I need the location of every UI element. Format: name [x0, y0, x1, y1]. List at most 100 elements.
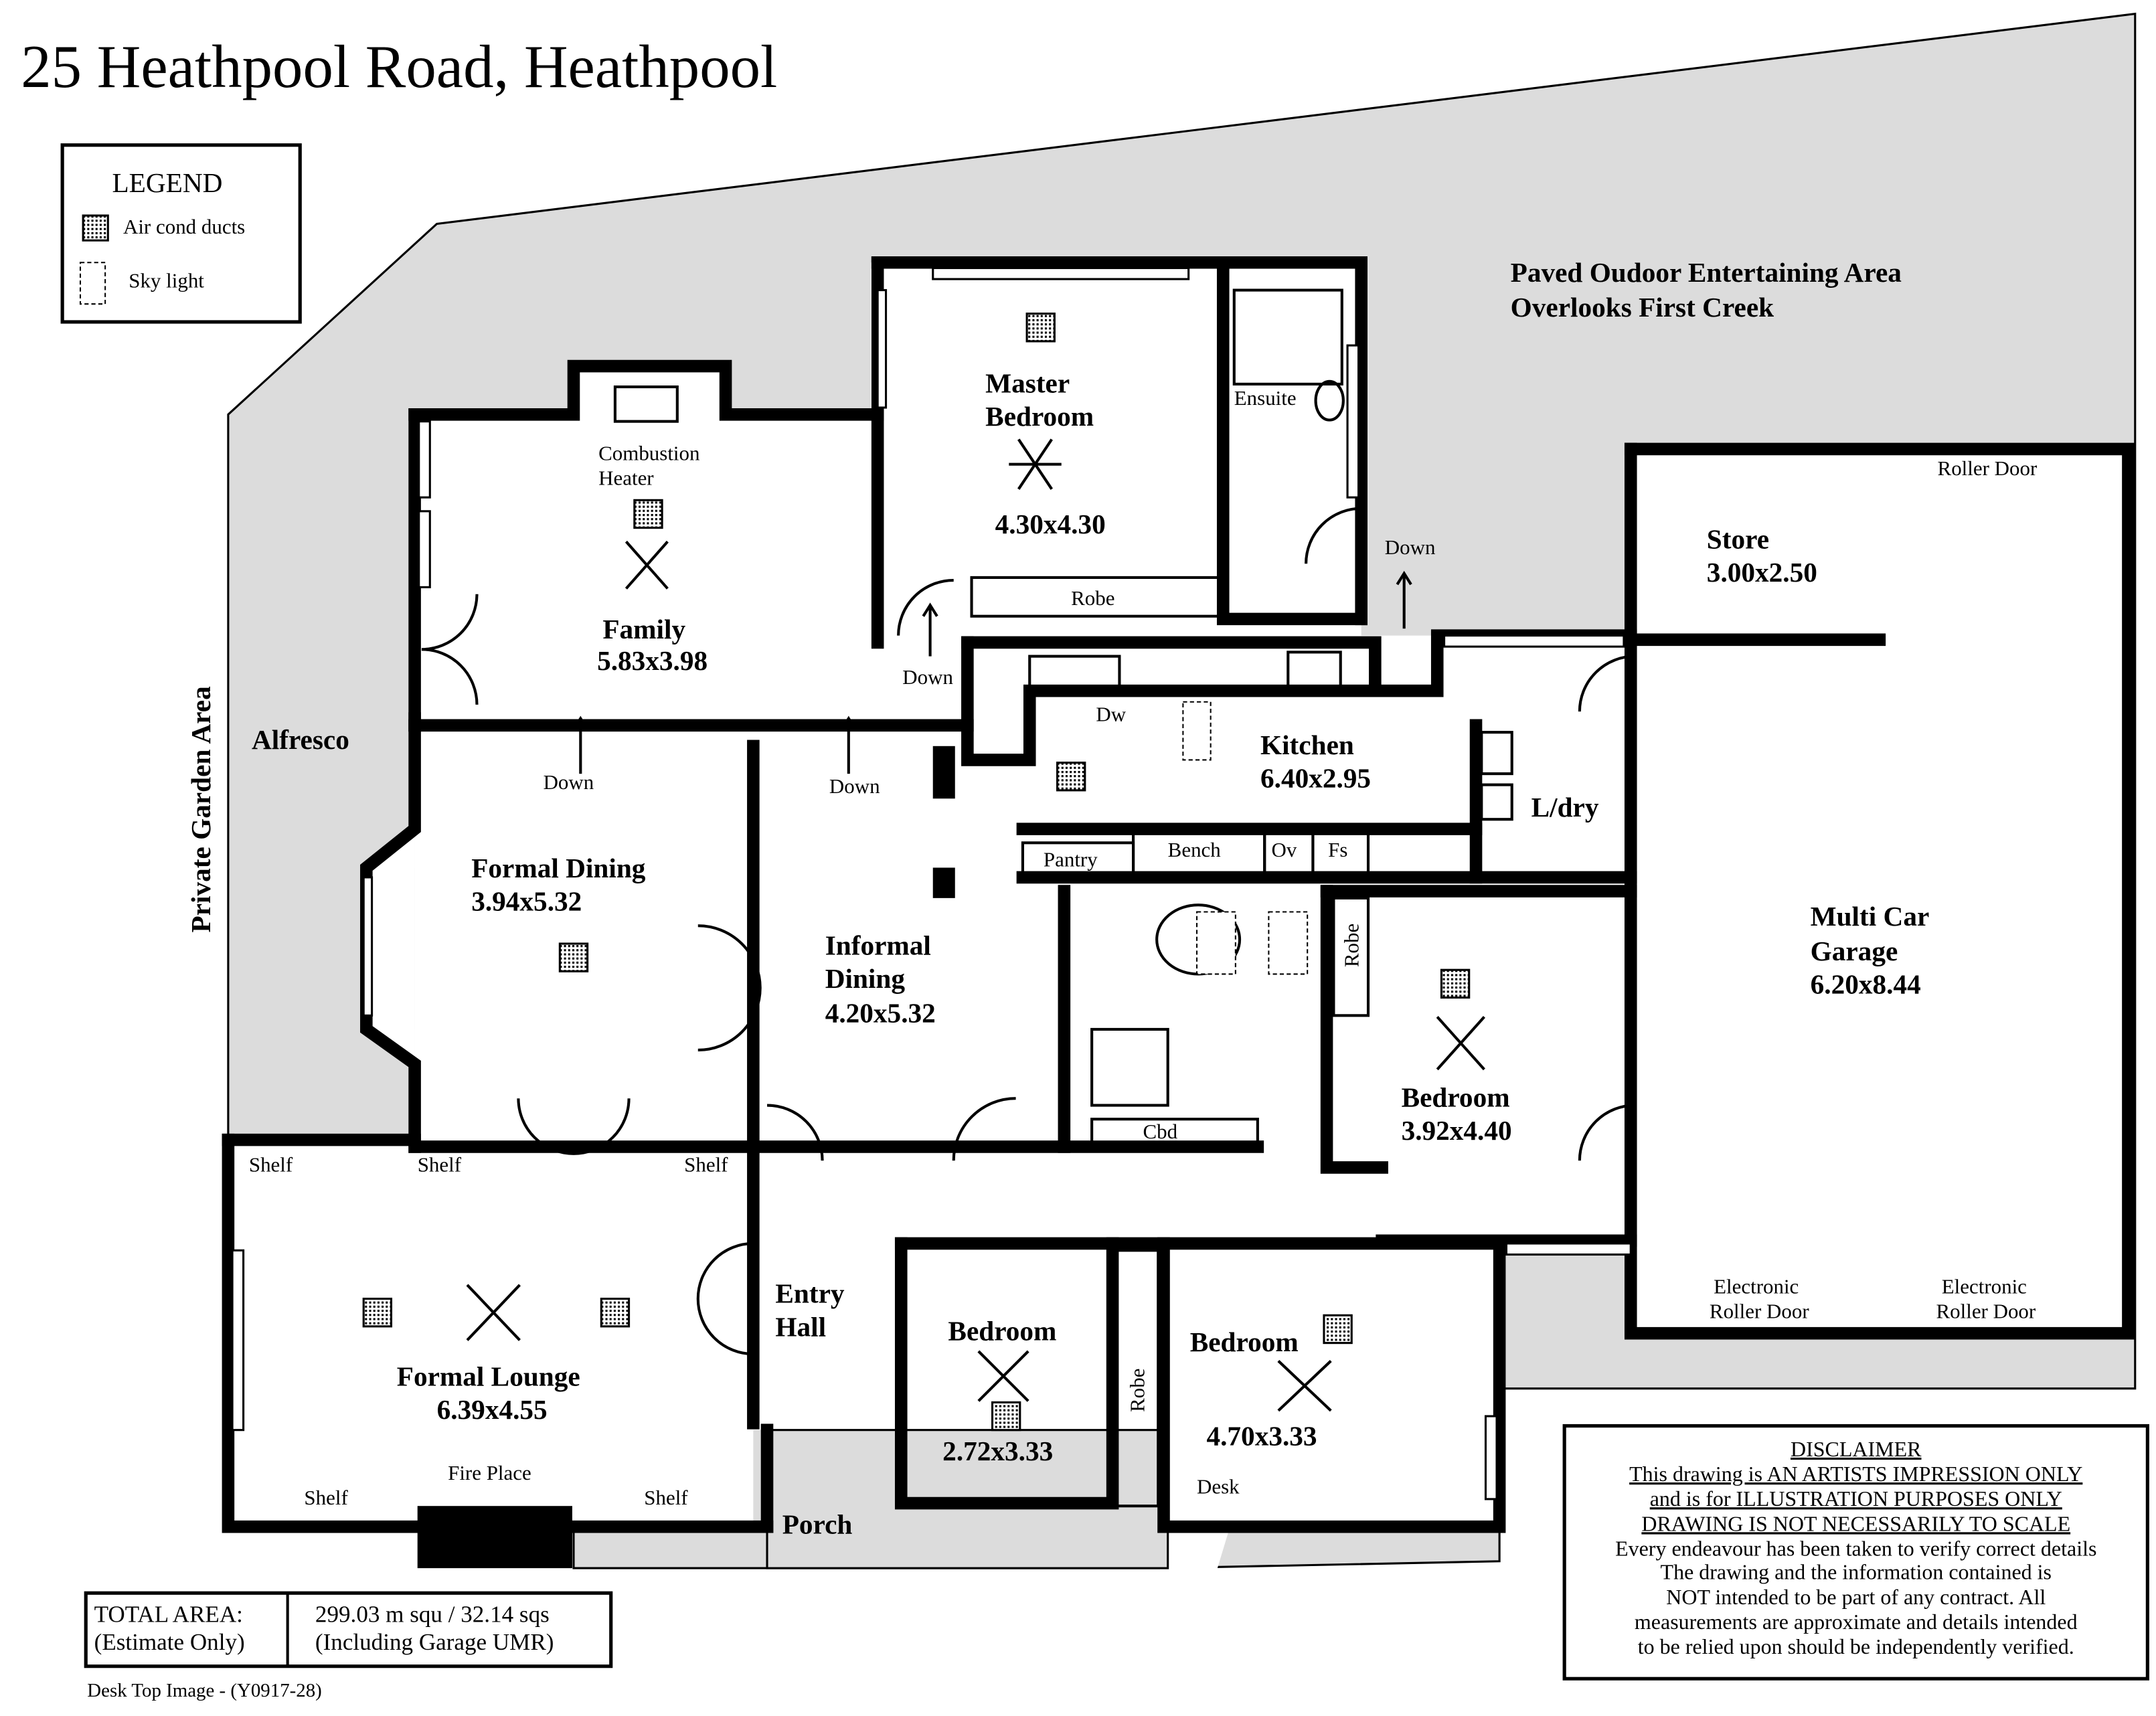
total-area-label: TOTAL AREA:: [94, 1602, 243, 1628]
sky-light-icon: [79, 262, 106, 305]
step-label: Down: [902, 665, 953, 689]
room-size: 6.39x4.55: [437, 1394, 548, 1425]
air-cond-ducts: [362, 313, 1471, 1432]
disclaimer-box: DISCLAIMER This drawing is AN ARTISTS IM…: [1562, 1424, 2149, 1681]
legend-label: Sky light: [129, 268, 204, 292]
fixture-label: Heater: [598, 466, 654, 490]
room-labels: Paved Oudoor Entertaining Area Overlooks…: [185, 257, 2038, 1539]
windows: [231, 266, 1632, 1500]
robe-label: Robe: [1340, 924, 1363, 967]
door-label: Electronic: [1714, 1274, 1799, 1298]
total-area-box: TOTAL AREA: (Estimate Only) 299.03 m squ…: [84, 1591, 613, 1668]
room-name: Store: [1707, 524, 1769, 555]
legend-heading: LEGEND: [112, 167, 222, 198]
shelf-label: Shelf: [684, 1153, 728, 1177]
total-area-label: (Estimate Only): [94, 1629, 245, 1655]
disclaimer-line: and is for ILLUSTRATION PURPOSES ONLY: [1650, 1486, 2062, 1511]
arrow-up-icon: [1396, 570, 1412, 629]
step-arrows: [572, 570, 1412, 774]
room-name: Hall: [775, 1311, 826, 1342]
ceiling-fan-icon: [466, 1284, 521, 1341]
room-name: Multi Car: [1811, 901, 1930, 932]
air-cond-duct-icon: [1440, 968, 1471, 999]
air-cond-duct-icon: [633, 499, 663, 529]
room-name: Dining: [825, 963, 906, 994]
air-cond-duct-icon: [362, 1297, 393, 1328]
step-label: Down: [1385, 535, 1436, 559]
fixture-label: Cbd: [1143, 1120, 1178, 1143]
shelf-label: Shelf: [304, 1486, 348, 1509]
air-cond-duct-icon: [600, 1297, 631, 1328]
room-name: Formal Dining: [471, 853, 646, 883]
room-name: Robe: [1071, 586, 1114, 610]
shelf-label: Shelf: [418, 1153, 462, 1177]
room-size: 4.20x5.32: [825, 998, 936, 1029]
disclaimer-heading: DISCLAIMER: [1791, 1437, 1922, 1461]
sky-light: [1182, 701, 1212, 761]
air-cond-duct-icon: [558, 942, 589, 972]
arrow-up-icon: [922, 602, 938, 657]
fixture-label: Pantry: [1044, 847, 1098, 871]
disclaimer-line: to be relied upon should be independentl…: [1638, 1634, 2074, 1658]
room-name: Formal Lounge: [397, 1361, 580, 1392]
arrow-up-icon: [572, 715, 589, 774]
sky-light: [1268, 911, 1309, 975]
fixture-label: Ov: [1272, 838, 1297, 861]
room-size: 3.00x2.50: [1707, 557, 1817, 588]
air-cond-duct-icon: [1025, 313, 1056, 343]
porch-label: Porch: [782, 1509, 853, 1539]
air-cond-duct-icon: [1323, 1314, 1353, 1345]
room-size: 3.94x5.32: [471, 885, 582, 916]
fixture-label: Fs: [1328, 838, 1347, 861]
room-name: Ensuite: [1234, 386, 1297, 410]
room-size: 3.92x4.40: [1402, 1115, 1512, 1146]
disclaimer-line: measurements are approximate and details…: [1635, 1610, 2078, 1634]
fixture-label: Desk: [1197, 1475, 1240, 1498]
room-name: Bedroom: [1190, 1326, 1299, 1357]
fixture-label: Dw: [1096, 703, 1126, 726]
robe-label: Robe: [1126, 1368, 1149, 1411]
step-label: Down: [829, 774, 880, 798]
legend-label: Air cond ducts: [123, 215, 245, 238]
disclaimer-line: This drawing is AN ARTISTS IMPRESSION ON…: [1629, 1462, 2082, 1486]
room-name: Family: [602, 614, 685, 645]
door-label: Electronic: [1942, 1274, 2027, 1298]
fixture-label: Fire Place: [448, 1461, 531, 1484]
fixture-label: Combustion: [598, 441, 700, 464]
room-size: 6.40x2.95: [1260, 763, 1371, 794]
room-size: 6.20x8.44: [1811, 968, 1921, 999]
door-label: Roller Door: [1936, 1299, 2036, 1322]
garden-label: Private Garden Area: [185, 686, 216, 933]
sky-light: [1196, 911, 1236, 975]
arrow-up-icon: [840, 715, 857, 774]
shelf-label: Shelf: [644, 1486, 688, 1509]
page-title: 25 Heathpool Road, Heathpool: [21, 33, 777, 100]
room-name: Kitchen: [1260, 730, 1354, 760]
room-name: Informal: [825, 930, 931, 961]
step-label: Down: [544, 770, 594, 794]
disclaimer-line: NOT intended to be part of any contract.…: [1666, 1585, 2046, 1609]
ceiling-fan-icon: [625, 540, 669, 590]
air-cond-duct-icon: [991, 1401, 1021, 1432]
total-area-value: 299.03 m squ / 32.14 sqs: [315, 1602, 550, 1628]
room-name: L/dry: [1531, 792, 1599, 823]
door-label: Roller Door: [1938, 456, 2038, 480]
disclaimer-line: Every endeavour has been taken to verify…: [1615, 1537, 2096, 1561]
alfresco-label: Alfresco: [252, 724, 349, 755]
shelf-label: Shelf: [249, 1153, 293, 1177]
air-cond-duct-icon: [82, 214, 109, 242]
air-cond-duct-icon: [1056, 762, 1086, 792]
room-name: Bedroom: [985, 401, 1094, 432]
ceiling-fan-icon: [977, 1350, 1029, 1402]
total-area-value: (Including Garage UMR): [315, 1629, 554, 1655]
room-name: Bedroom: [1402, 1082, 1510, 1113]
disclaimer-line: The drawing and the information containe…: [1661, 1560, 2052, 1584]
room-size: 5.83x3.98: [597, 645, 708, 676]
room-name: Entry: [775, 1278, 845, 1309]
legend: LEGEND Air cond ducts Sky light: [60, 143, 302, 324]
ceiling-fan-icon: [1277, 1359, 1332, 1412]
ceiling-fan-icon: [1436, 1016, 1485, 1071]
room-size: 2.72x3.33: [942, 1436, 1053, 1466]
room-name: Bedroom: [948, 1315, 1056, 1346]
